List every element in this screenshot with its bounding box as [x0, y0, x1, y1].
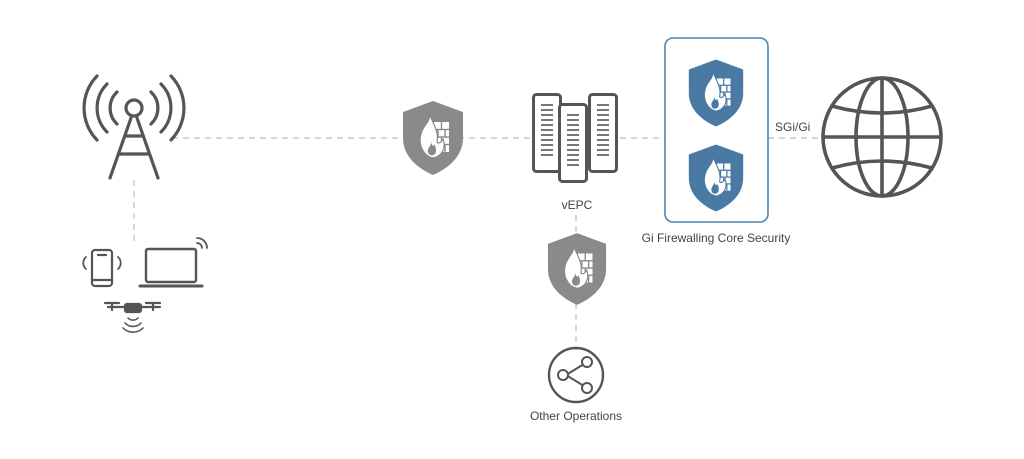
smartphone-icon: [82, 248, 122, 288]
gi-firewalling-label: Gi Firewalling Core Security: [642, 231, 791, 245]
other-operations-label: Other Operations: [530, 409, 622, 423]
server-icon: [532, 92, 618, 184]
vepc-label: vEPC: [562, 198, 593, 212]
globe-icon: [821, 76, 943, 198]
share-icon: [547, 346, 605, 404]
cell-tower-icon: [82, 74, 186, 180]
drone-icon: [103, 301, 162, 333]
firewall-shield-icon: [402, 100, 464, 176]
sgi-label: SGi/Gi: [775, 120, 810, 134]
firewall-shield-icon: [547, 232, 607, 306]
laptop-icon: [138, 237, 208, 288]
